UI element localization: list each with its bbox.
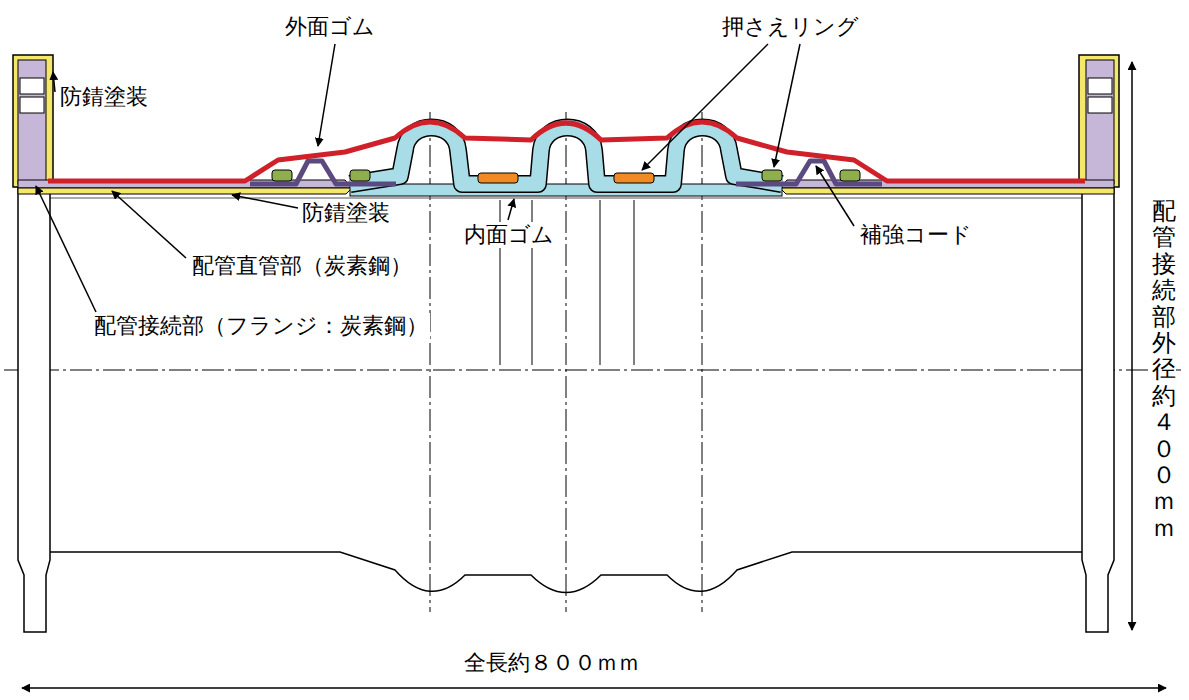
dimension-line xyxy=(1131,62,1133,630)
outer-rubber xyxy=(48,122,1085,181)
leader-line xyxy=(112,191,186,258)
body-line xyxy=(600,200,601,365)
leader-line xyxy=(36,186,96,312)
part-label: 補強コード xyxy=(858,222,974,248)
bolt-hole xyxy=(20,97,44,113)
flange-left xyxy=(18,58,50,632)
flanges xyxy=(13,55,1119,632)
dimension-label: 全長約８００ｍｍ xyxy=(462,650,642,676)
leader-line xyxy=(508,199,514,220)
part-label: 外面ゴム xyxy=(283,14,377,40)
outline-lines xyxy=(50,198,1082,593)
ring-inner xyxy=(478,173,518,183)
coating xyxy=(18,188,352,194)
rubber-band xyxy=(350,184,782,196)
cords xyxy=(250,161,882,184)
ring xyxy=(762,170,782,181)
bolt-hole xyxy=(1088,97,1112,113)
bore-line xyxy=(50,198,1082,199)
leader-line xyxy=(642,44,768,170)
flange-right xyxy=(1082,58,1114,632)
part-label: 防錆塗装 xyxy=(58,84,150,110)
leaders xyxy=(36,44,854,312)
flange-section xyxy=(1086,60,1114,184)
coating xyxy=(13,55,53,187)
leader-line xyxy=(318,44,335,146)
ring xyxy=(840,170,860,181)
inner-rubber xyxy=(350,128,782,197)
part-label: 防錆塗装 xyxy=(300,200,392,226)
axis-line xyxy=(4,370,1185,371)
ring xyxy=(272,170,292,181)
coating xyxy=(1079,55,1119,187)
leader-line xyxy=(53,72,55,92)
flange-section xyxy=(18,60,46,184)
part-label: 内面ゴム xyxy=(462,222,556,248)
bolt-hole xyxy=(20,78,44,94)
bellows-edge xyxy=(350,128,782,185)
part-label: 配管接続部（フランジ：炭素鋼） xyxy=(92,313,430,339)
leader-line xyxy=(774,44,800,167)
ring-inner xyxy=(614,173,654,183)
body-line xyxy=(634,200,635,365)
bellows xyxy=(350,128,782,185)
leader-line xyxy=(232,195,298,208)
dimension-line xyxy=(22,687,1166,689)
ring xyxy=(350,170,370,181)
dimensions xyxy=(22,62,1166,688)
bolt-hole xyxy=(1088,78,1112,94)
center-lines xyxy=(4,112,1185,612)
leader-line xyxy=(816,166,854,226)
dimension-label: 配管接続部外径約４００ｍｍ xyxy=(1152,198,1176,541)
part-label: 配管直管部（炭素鋼） xyxy=(190,253,414,279)
part-label: 押さえリング xyxy=(720,14,861,40)
outer-contour xyxy=(50,552,1082,593)
